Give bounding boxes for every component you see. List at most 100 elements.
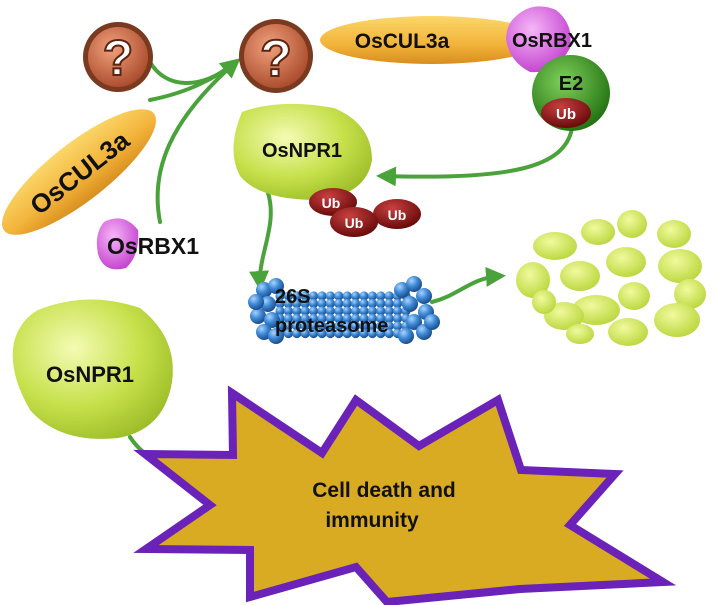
unknown-protein-left: ? — [83, 22, 153, 92]
proteasome-bead — [325, 321, 335, 331]
osnpr1-top-label: OsNPR1 — [262, 140, 342, 162]
proteasome-bead — [351, 291, 361, 301]
proteasome-bead — [384, 313, 394, 324]
proteasome-cap-bead — [406, 314, 422, 330]
peptide-fragment — [617, 210, 647, 238]
proteasome-bead — [283, 291, 293, 301]
proteasome-bead — [334, 328, 344, 339]
proteasome-bead — [317, 306, 327, 316]
arrow-npr1-to-proteasome — [249, 191, 273, 291]
proteasome-bead — [325, 298, 335, 309]
peptide-fragment — [533, 232, 577, 260]
proteasome-bead — [351, 313, 361, 324]
proteasome-bead — [359, 291, 369, 301]
proteasome-bead — [367, 298, 377, 309]
proteasome-bead — [384, 321, 394, 331]
proteasome-bead — [325, 328, 335, 339]
proteasome-bead — [317, 298, 327, 309]
peptide-fragment — [674, 279, 706, 309]
proteasome-cap-bead — [248, 294, 264, 310]
proteasome-bead — [334, 291, 344, 301]
peptide-fragment — [581, 219, 615, 245]
cell-death-immunity-burst: Cell death and immunity — [133, 385, 677, 605]
proteasome-bead — [342, 313, 352, 324]
degraded-npr1-fragments — [516, 210, 706, 346]
proteasome-bead — [393, 321, 403, 331]
proteasome-bead — [300, 298, 310, 309]
proteasome-bead — [300, 328, 310, 339]
osrbx1-left: OsRBX1 — [96, 218, 199, 270]
question-mark-circle-icon: ? — [260, 30, 292, 88]
e2-label: E2 — [559, 73, 583, 95]
proteasome-bead — [300, 313, 310, 324]
proteasome-bead — [317, 321, 327, 331]
osnpr1-top: OsNPR1 — [233, 103, 372, 200]
proteasome-bead — [367, 313, 377, 324]
proteasome-bead — [292, 298, 302, 309]
proteasome-bead — [376, 291, 386, 301]
proteasome-bead — [283, 306, 293, 316]
proteasome-bead — [367, 328, 377, 339]
proteasome-bead — [300, 306, 310, 316]
proteasome-bead — [283, 328, 293, 339]
proteasome-bead — [359, 328, 369, 339]
proteasome-bead — [351, 321, 361, 331]
proteasome-bead — [317, 291, 327, 301]
proteasome-bead — [359, 306, 369, 316]
proteasome-bead — [300, 321, 310, 331]
proteasome-bead — [384, 306, 394, 316]
proteasome-cap-bead — [268, 328, 284, 344]
proteasome-bead — [384, 291, 394, 301]
proteasome-bead — [367, 291, 377, 301]
proteasome-bead — [342, 321, 352, 331]
proteasome-bead — [351, 306, 361, 316]
peptide-fragment — [566, 324, 594, 344]
arrows — [128, 58, 574, 485]
oscul3a-left: OsCUL3a — [2, 109, 156, 235]
proteasome-bead — [376, 306, 386, 316]
proteasome-cap-bead — [268, 278, 284, 294]
peptide-fragment — [618, 282, 650, 310]
peptide-fragment — [654, 303, 700, 337]
proteasome-caps — [248, 276, 440, 344]
peptide-fragment — [608, 318, 648, 346]
proteasome-bead — [334, 306, 344, 316]
proteasome-label-line1: 26S — [275, 286, 311, 308]
proteasome-bead — [317, 328, 327, 339]
peptide-fragment — [657, 220, 691, 248]
ubiquitin-on-e2: Ub — [541, 98, 591, 128]
ub-label: Ub — [556, 106, 576, 123]
arrow-e2-to-npr1 — [376, 126, 574, 187]
arrow-proteasome-to-fragments — [430, 266, 506, 304]
proteasome-bead — [309, 291, 319, 301]
proteasome-bead — [334, 313, 344, 324]
peptide-fragment — [606, 247, 646, 277]
proteasome-bead — [283, 321, 293, 331]
arrow-rbx1-to-complex — [155, 60, 238, 224]
proteasome-bead — [309, 328, 319, 339]
proteasome-bead — [376, 298, 386, 309]
proteasome-bead — [283, 298, 293, 309]
peptide-fragment — [532, 290, 556, 314]
proteasome-cap-bead — [406, 276, 422, 292]
proteasome-bead — [309, 298, 319, 309]
proteasome-label-line2: proteasome — [275, 315, 388, 337]
oscul3a-top-label: OsCUL3a — [355, 30, 450, 53]
question-mark-circle-icon: ? — [103, 30, 134, 86]
proteasome-bead — [376, 313, 386, 324]
proteasome-bead — [292, 313, 302, 324]
proteasome-cap-bead — [424, 314, 440, 330]
proteasome-bead — [393, 306, 403, 316]
proteasome-bead — [292, 328, 302, 339]
proteasome-bead — [342, 298, 352, 309]
osrbx1-left-label: OsRBX1 — [107, 233, 199, 259]
proteasome-26s: 26S proteasome — [248, 276, 440, 344]
proteasome-bead — [367, 306, 377, 316]
proteasome-bead — [351, 298, 361, 309]
proteasome-bead — [376, 328, 386, 339]
peptide-fragment — [516, 262, 550, 298]
osnpr1-bottom-label: OsNPR1 — [46, 362, 134, 387]
osrbx1-top-label: OsRBX1 — [512, 30, 592, 52]
proteasome-cap-bead — [250, 308, 266, 324]
